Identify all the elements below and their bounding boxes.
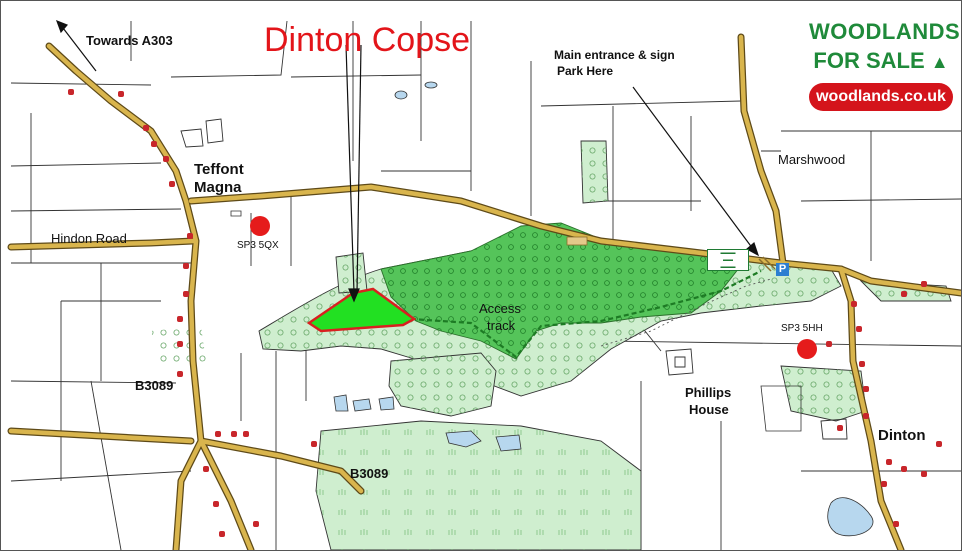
label-track: track xyxy=(487,318,516,333)
postcode-east: SP3 5HH xyxy=(781,323,823,334)
pointer-arrows xyxy=(55,19,760,303)
label-phillips: Phillips xyxy=(685,385,732,400)
logo-line-2: FOR SALE ▲ xyxy=(809,48,953,74)
map-title: Dinton Copse xyxy=(264,21,471,59)
label-b3089-west: B3089 xyxy=(135,378,174,393)
label-marshwood: Marshwood xyxy=(778,152,846,167)
field-boundaries xyxy=(10,20,961,550)
label-towards-a303: Towards A303 xyxy=(86,33,173,48)
label-teffont: Teffont xyxy=(194,161,244,178)
label-access: Access xyxy=(479,301,521,316)
gate-marker xyxy=(566,236,776,272)
logo-line-2-text: FOR SALE xyxy=(813,48,925,73)
label-hindon-road: Hindon Road xyxy=(51,231,127,246)
marker-sp3-5qx[interactable] xyxy=(250,216,270,236)
label-dinton: Dinton xyxy=(878,427,926,444)
label-main-entrance: Main entrance & sign xyxy=(554,48,675,62)
houses xyxy=(68,89,942,537)
logo-website: woodlands.co.uk xyxy=(809,83,953,111)
logo-line-1: WOODLANDS xyxy=(809,19,961,44)
label-house: House xyxy=(689,402,729,417)
footpath xyxy=(600,278,772,347)
woodland-dark xyxy=(380,222,747,360)
entrance-sign-icon: ▬▬▬▬▬▬▬▬ xyxy=(707,249,749,271)
marker-sp3-5hh[interactable] xyxy=(797,339,817,359)
label-park-here: Park Here xyxy=(557,64,614,78)
tree-icon: ▲ xyxy=(930,52,949,72)
buildings xyxy=(180,118,848,440)
label-magna: Magna xyxy=(194,179,242,196)
woodlands-logo[interactable]: WOODLANDS FOR SALE ▲ woodlands.co.uk xyxy=(805,17,961,119)
parking-icon: P xyxy=(776,263,789,276)
postcode-west: SP3 5QX xyxy=(237,240,279,251)
label-b3089-south: B3089 xyxy=(350,466,389,481)
roads xyxy=(7,33,961,550)
water-features xyxy=(230,81,874,537)
access-track xyxy=(410,270,762,359)
